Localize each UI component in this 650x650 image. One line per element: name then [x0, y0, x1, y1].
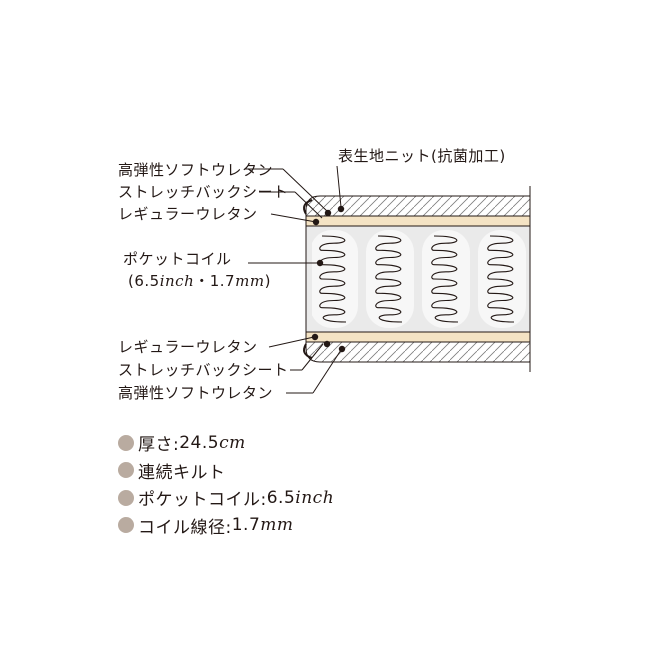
marker-dot: [316, 259, 324, 267]
marker-dot: [324, 209, 332, 217]
top-soft-urethane-edge: [303, 199, 313, 215]
marker-dot: [311, 333, 319, 341]
spec-label: コイル線径:: [138, 517, 232, 538]
spec-unit: mm: [260, 515, 294, 536]
spec-unit: cm: [219, 432, 246, 453]
spec-unit: inch: [295, 487, 335, 508]
bullet-icon: [118, 517, 134, 534]
bottom-urethane-layer: [305, 331, 531, 343]
bullet-icon: [118, 489, 134, 506]
top-soft-urethane-label: 高弾性ソフトウレタン: [118, 161, 274, 179]
bottom-fabric-layer: [305, 341, 531, 363]
top-stretch-sheet-label: ストレッチバックシート: [118, 183, 289, 201]
coil-spring: [487, 235, 515, 323]
spec-label: ポケットコイル:: [138, 490, 267, 511]
pocket-coil-spec-label: (6.5inch・1.7mm): [128, 272, 271, 290]
spec-value: 1.7: [231, 515, 261, 536]
coil-group: [312, 230, 526, 328]
spec-value: 6.5: [266, 487, 296, 508]
marker-dot: [337, 205, 345, 213]
top-regular-urethane-label: レギュラーウレタン: [118, 205, 258, 223]
coil-spring: [431, 235, 459, 323]
bullet-icon: [118, 462, 134, 479]
top-fabric-layer: [305, 195, 531, 217]
pocket-coil-spec-unit-inch: inch: [159, 272, 195, 290]
marker-dot: [323, 340, 331, 348]
bottom-soft-urethane-label: 高弾性ソフトウレタン: [118, 384, 274, 402]
bottom-soft-urethane-edge: [303, 343, 313, 359]
spec-item-quilt: 連続キルト: [118, 457, 334, 485]
pocket-coil-spec-open: (6.5: [128, 272, 160, 290]
pocket-coil-spec-sep: ・1.7: [194, 272, 236, 290]
spec-value: 24.5: [179, 432, 220, 453]
pocket-coil-spec-unit-mm: mm: [235, 272, 265, 290]
bottom-stretch-sheet-label: ストレッチバックシート: [118, 361, 289, 379]
bottom-regular-urethane-label: レギュラーウレタン: [118, 338, 258, 356]
marker-dot: [312, 218, 320, 226]
coil-pocket: [312, 230, 358, 328]
bullet-icon: [118, 434, 134, 451]
coil-spring: [375, 235, 403, 323]
pocket-coil-label: ポケットコイル: [123, 250, 232, 268]
pocket-coil-spec-close: ): [264, 272, 271, 290]
spec-label: 連続キルト: [138, 462, 226, 483]
marker-dot: [338, 345, 346, 353]
top-fabric-label: 表生地ニット(抗菌加工): [338, 147, 506, 165]
spec-label: 厚さ:: [138, 435, 180, 456]
coil-spring: [319, 235, 347, 323]
top-urethane-layer: [305, 215, 531, 227]
